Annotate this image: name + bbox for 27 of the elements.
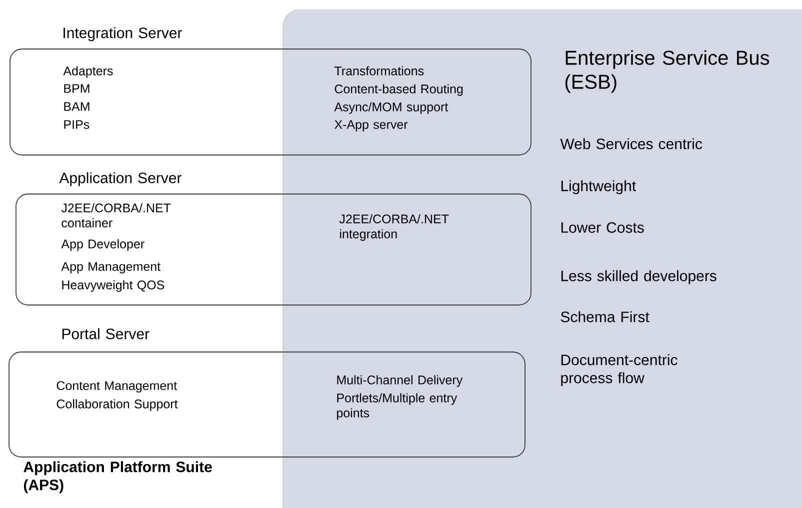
list-item: Transformations: [334, 66, 424, 76]
list-item: Content-based Routing: [334, 84, 463, 96]
list-item: App Developer: [61, 239, 144, 251]
list-item: App Management: [61, 262, 160, 274]
box-heading: Portal Server: [62, 328, 150, 340]
box-heading: Integration Server: [64, 27, 182, 42]
list-item: Collaboration Support: [56, 399, 178, 411]
box-heading: Application Server: [59, 172, 182, 186]
feature-text: Web Services centric: [560, 138, 702, 150]
list-item: X-App server: [334, 120, 408, 132]
feature-text: Lower Costs: [561, 222, 644, 233]
feature-text: Less skilled developers: [561, 270, 716, 284]
feature-text: Lightweight: [561, 180, 636, 194]
list-item: PIPs: [64, 120, 90, 129]
list-item: Heavyweight QOS: [62, 280, 164, 292]
feature-text: Schema First: [560, 311, 650, 322]
list-item: J2EE/CORBA/.NET integration: [339, 214, 449, 241]
feature-text: Document-centric process flow: [561, 354, 678, 386]
list-item: BAM: [64, 102, 90, 111]
list-item: Portlets/Multiple entry points: [337, 393, 458, 420]
bus-heading: Enterprise Service Bus (ESB): [565, 50, 770, 93]
list-item: J2EE/CORBA/.NET container: [61, 203, 171, 228]
list-item: BPM: [64, 84, 90, 93]
list-item: Multi-Channel Delivery: [337, 375, 463, 387]
list-item: Async/MOM support: [334, 102, 448, 114]
list-item: Adapters: [63, 66, 113, 78]
list-item: Content Management: [56, 381, 177, 393]
